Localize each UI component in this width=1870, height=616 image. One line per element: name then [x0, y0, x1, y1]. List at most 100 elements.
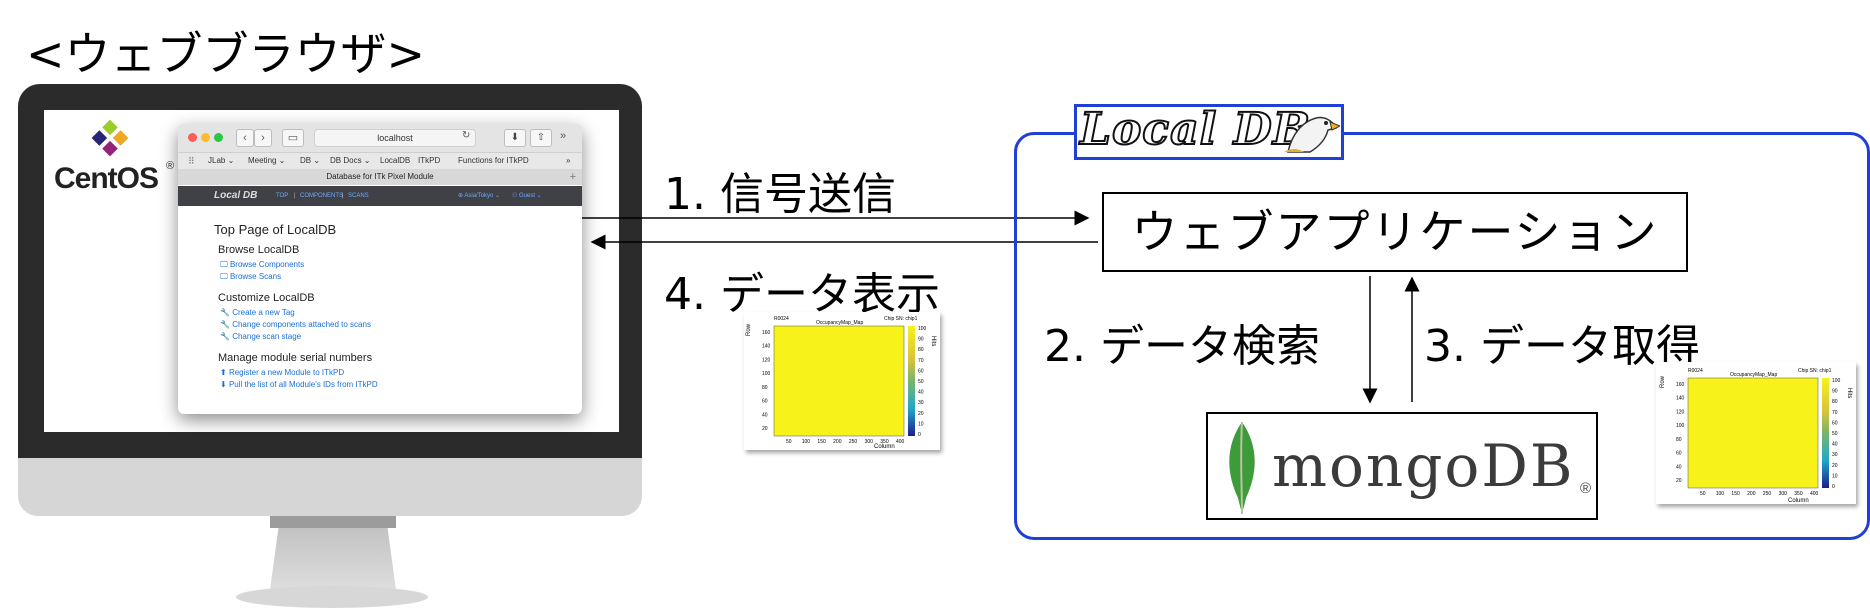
browse-components-label[interactable]: Browse Components: [229, 260, 305, 269]
plot-id: R0024: [1688, 368, 1703, 374]
x-tick-label: 150: [817, 439, 826, 445]
bookmarks-bar: ⠿ JLab ⌄ Meeting ⌄ DB ⌄ DB Docs ⌄ LocalD…: [178, 153, 582, 169]
z-tick-label: 0: [918, 432, 921, 438]
localdb-nav-logo[interactable]: Local DB: [214, 190, 258, 201]
new-tab-icon[interactable]: +: [569, 171, 576, 183]
browse-scans-link[interactable]: 🖵 Browse Scans: [220, 272, 282, 281]
y-tick-label: 100: [762, 371, 771, 377]
create-tag-label[interactable]: Create a new Tag: [232, 308, 295, 317]
x-tick-label: 50: [1700, 491, 1706, 497]
occupancy-map-chart: R0024 OccupancyMap_Map Chip SN: chip1 Co…: [746, 316, 936, 450]
overflow-icon[interactable]: »: [560, 130, 567, 142]
y-tick-label: 80: [1676, 437, 1682, 443]
browse-components-link[interactable]: 🖵 Browse Components: [220, 260, 305, 269]
nav-separator: |: [342, 193, 344, 199]
y-tick-label: 140: [762, 344, 771, 350]
z-tick-label: 10: [1832, 473, 1838, 479]
nav-link-top[interactable]: TOP: [276, 193, 289, 199]
centos-logo-text: CentOS: [54, 162, 159, 195]
z-tick-label: 30: [918, 400, 924, 406]
change-components-label[interactable]: Change components attached to scans: [232, 320, 371, 329]
url-bar[interactable]: localhost: [314, 129, 476, 147]
pull-ids-label[interactable]: Pull the list of all Module's IDs from I…: [228, 380, 378, 389]
section-manage: Manage module serial numbers: [218, 352, 373, 364]
step-fetch-label: 3. データ取得: [1424, 321, 1700, 372]
register-module-link[interactable]: ⬆ Register a new Module to ITkPD: [220, 368, 345, 377]
y-tick-label: 120: [762, 357, 771, 363]
browse-scans-label[interactable]: Browse Scans: [229, 272, 282, 281]
y-tick-label: 20: [762, 426, 768, 432]
bookmarks-overflow[interactable]: »: [566, 156, 571, 165]
browser-toolbar: ‹ › ▭ localhost ↻ ⬇ ⇧ »: [178, 124, 582, 153]
y-tick-label: 100: [1676, 423, 1685, 429]
z-tick-label: 0: [1832, 484, 1835, 490]
reload-icon[interactable]: ↻: [462, 130, 471, 141]
step-display-label: 4. データ表示: [664, 269, 940, 320]
browser-window: ‹ › ▭ localhost ↻ ⬇ ⇧ » ⠿ JLab ⌄ Meeting…: [178, 124, 582, 414]
bookmark-jlab[interactable]: JLab ⌄: [208, 156, 235, 165]
occupancy-plot-display: R0024 OccupancyMap_Map Chip SN: chip1 Co…: [744, 312, 940, 450]
z-tick-label: 80: [1832, 399, 1838, 405]
bookmark-functions-itkpd[interactable]: Functions for ITkPD: [458, 156, 529, 165]
bookmark-localdb[interactable]: LocalDB: [380, 156, 411, 165]
x-tick-label: 400: [1810, 491, 1819, 497]
change-stage-label[interactable]: Change scan stage: [232, 332, 302, 341]
mongodb-box: mongoDB ®: [1206, 412, 1598, 520]
sidebar-icon[interactable]: ▭: [282, 129, 304, 147]
y-tick-label: 40: [762, 412, 768, 418]
monitor-stand-shade: [270, 516, 396, 528]
forward-arrow-icon[interactable]: ›: [254, 129, 272, 147]
bookmark-meeting[interactable]: Meeting ⌄: [248, 156, 286, 165]
localdb-navbar: Local DB TOP | COMPONENTS | SCANS ⊕ Asia…: [178, 186, 582, 206]
share-icon[interactable]: ⇧: [530, 129, 552, 147]
plot-chip: Chip SN: chip1: [884, 316, 918, 322]
section-customize: Customize LocalDB: [218, 292, 315, 304]
y-tick-label: 60: [762, 399, 768, 405]
x-tick-label: 50: [786, 439, 792, 445]
bookmark-itkpd[interactable]: ITkPD: [418, 156, 441, 165]
z-tick-label: 40: [1832, 442, 1838, 448]
z-tick-label: 60: [918, 368, 924, 374]
bookmark-db[interactable]: DB ⌄: [300, 156, 321, 165]
arrows-webapp-mongo: [1362, 276, 1420, 404]
occupancy-plot-fetch: R0024 OccupancyMap_Map Chip SN: chip1 Co…: [1656, 362, 1856, 504]
y-tick-label: 120: [1676, 409, 1685, 415]
change-stage-link[interactable]: 🔧 Change scan stage: [220, 332, 302, 341]
minimize-window-button[interactable]: [201, 133, 210, 142]
y-tick-label: 160: [762, 330, 771, 336]
apps-grid-icon[interactable]: ⠿: [188, 156, 195, 166]
localdb-logo: Local DB: [1079, 103, 1311, 156]
register-module-label[interactable]: Register a new Module to ITkPD: [228, 368, 345, 377]
z-tick-label: 40: [918, 390, 924, 396]
tab-title[interactable]: Database for ITk Pixel Module: [326, 172, 434, 181]
create-tag-link[interactable]: 🔧 Create a new Tag: [220, 308, 295, 317]
z-tick-label: 100: [918, 326, 927, 332]
y-tick-label: 40: [1676, 464, 1682, 470]
z-tick-label: 50: [1832, 431, 1838, 437]
x-tick-label: 300: [1779, 491, 1788, 497]
centos-registered-mark: ®: [166, 160, 175, 172]
back-arrow-icon[interactable]: ‹: [236, 129, 254, 147]
close-window-button[interactable]: [188, 133, 197, 142]
maximize-window-button[interactable]: [214, 133, 223, 142]
plot-xlabel: Column: [874, 444, 895, 450]
timezone-menu[interactable]: ⊕ Asia/Tokyo ⌄: [458, 193, 501, 199]
nav-link-components[interactable]: COMPONENTS: [300, 193, 344, 199]
nav-link-scans[interactable]: SCANS: [348, 193, 369, 199]
plot-title: OccupancyMap_Map: [1730, 372, 1777, 378]
user-menu[interactable]: ⚇ Guest ⌄: [512, 193, 542, 199]
pull-ids-link[interactable]: ⬇ Pull the list of all Module's IDs from…: [220, 380, 378, 389]
x-tick-label: 100: [1716, 491, 1725, 497]
bookmark-db-docs[interactable]: DB Docs ⌄: [330, 156, 371, 165]
x-tick-label: 350: [880, 439, 889, 445]
color-scale-bar: [908, 326, 915, 436]
z-tick-label: 20: [1832, 463, 1838, 469]
z-tick-label: 70: [918, 358, 924, 364]
change-components-link[interactable]: 🔧 Change components attached to scans: [220, 320, 371, 329]
download-icon[interactable]: ⬇: [504, 129, 526, 147]
